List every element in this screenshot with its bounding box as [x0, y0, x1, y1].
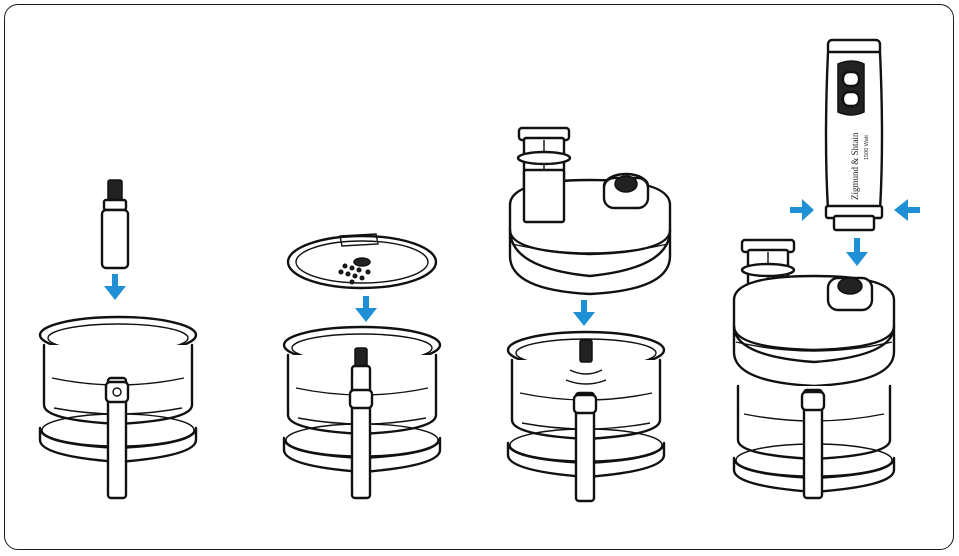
power-label: 1500 Watt [864, 135, 870, 160]
step-4: Zigmund & Shtain 1500 Watt [734, 40, 920, 498]
drive-shaft [102, 180, 128, 268]
slicing-disc [288, 234, 436, 288]
arrow-down-icon [846, 238, 868, 266]
arrow-down-icon [355, 296, 377, 322]
bowl [508, 332, 664, 501]
arrow-right-icon [790, 199, 814, 221]
step-1 [40, 180, 196, 498]
arrow-down-icon [104, 274, 126, 300]
hand-blender-motor: Zigmund & Shtain 1500 Watt [826, 40, 882, 230]
assembled-bowl [734, 240, 894, 498]
bowl [284, 327, 440, 498]
brand-label: Zigmund & Shtain [850, 132, 860, 200]
arrow-down-icon [573, 300, 595, 326]
step-2 [284, 234, 440, 498]
step-3 [508, 128, 670, 501]
bowl [40, 317, 196, 498]
lid [510, 128, 670, 294]
arrow-left-icon [894, 199, 920, 221]
